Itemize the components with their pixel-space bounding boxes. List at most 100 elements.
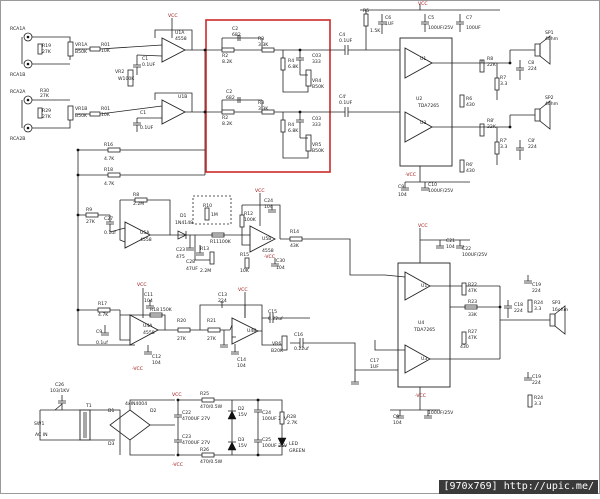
r8-value: 22K xyxy=(487,62,497,68)
r26-label: R26 xyxy=(200,447,209,453)
vr1a-label: VR1A xyxy=(75,42,88,48)
c25p-label: C25 xyxy=(262,437,271,443)
u1-sub-amp-icon xyxy=(404,271,431,301)
c2b-value: 682 xyxy=(226,95,235,101)
d1-label: D1 xyxy=(180,213,187,219)
vr2-label: VR2 xyxy=(115,69,124,75)
sp2-value: 4ohm xyxy=(545,101,559,107)
c8-value: 224 xyxy=(528,66,537,72)
mvcc-ps-label: -VCC xyxy=(172,462,183,468)
r10-value: 1M xyxy=(211,212,218,218)
r18-value: 4.7K xyxy=(104,181,115,187)
r8b-label: R8' xyxy=(487,118,494,124)
c8b-value: 224 xyxy=(528,144,537,150)
r20c-label: R20 xyxy=(177,318,186,324)
c2b-label: C2 xyxy=(226,89,232,95)
sw1-label: SW1 xyxy=(34,421,44,427)
d4c-label: D3 xyxy=(108,441,115,447)
vr6-label: VR6 xyxy=(272,341,281,347)
r18-label: R18 xyxy=(104,167,113,173)
speaker-icon xyxy=(554,305,566,335)
r29-label: R29 xyxy=(42,108,51,114)
c17-label: C17 xyxy=(370,358,379,364)
c9b-value: 0.1uf xyxy=(96,340,108,346)
c23p-value: 4700UF 27V xyxy=(182,440,211,446)
mvcc-u4a-label: -VCC xyxy=(132,366,143,372)
c14-label: C14 xyxy=(237,357,246,363)
c15-label: C15 xyxy=(268,309,277,315)
u1a-label: U1A xyxy=(175,30,185,36)
c03-label: C03 xyxy=(312,53,321,59)
r6-label: R6 xyxy=(466,96,472,102)
c1b-value: 0.1UF xyxy=(140,125,154,131)
r18c-value: 150K xyxy=(160,307,173,313)
r27b-value: 47K xyxy=(468,335,478,341)
r9-value: 27K xyxy=(86,219,96,225)
r16-value: 4.7K xyxy=(104,156,115,162)
c24-label: C24 xyxy=(264,198,273,204)
vr2-value: W100K xyxy=(118,76,135,82)
u1-label: U1 xyxy=(420,56,426,62)
r26-value: 470/0.5W xyxy=(200,459,223,465)
u4b-opamp-icon xyxy=(231,317,260,345)
u3-label: U3 xyxy=(420,120,426,126)
r24-label: R24 xyxy=(534,300,543,306)
c26-value: 103/1KV xyxy=(50,388,70,394)
u3-sub-label: U3 xyxy=(421,356,427,362)
ac-in-label: AC IN xyxy=(35,432,48,438)
r21-value: 27K xyxy=(207,336,217,342)
c23-value: 475 xyxy=(176,254,185,260)
sub-amp-section: VCC C21 104 C22 100UF/25V U1 U4 TDA7265 … xyxy=(351,223,569,426)
footer-caption: [970x769] http://upic.me/ xyxy=(439,480,598,494)
vcc-sub-label: VCC xyxy=(418,223,428,229)
r28-value: 2.7K xyxy=(287,420,298,426)
c21-label: C21 xyxy=(446,238,455,244)
r12-value: 100K xyxy=(244,217,257,223)
vcc-ps-label: VCC xyxy=(172,392,182,398)
c24p-value: 100UF 25V xyxy=(262,416,288,422)
c4-label: C4 xyxy=(339,32,345,38)
vr1a-value: B50K xyxy=(75,49,88,55)
led-icon xyxy=(277,437,287,447)
r01b-label: R01 xyxy=(101,106,110,112)
c03b-value: 333 xyxy=(312,122,321,128)
u5a-value: 4558 xyxy=(140,237,152,243)
c2-label: C2 xyxy=(232,26,238,32)
mvcc-sub-label: -VCC xyxy=(415,393,426,399)
c26-label: C26 xyxy=(55,382,64,388)
u5a-opamp-icon xyxy=(124,221,151,249)
d4-label: 4xIN4004 xyxy=(125,401,147,407)
r11-value: 100K xyxy=(219,239,232,245)
u3-sub-amp-icon xyxy=(404,344,431,374)
c5-value: 100UF/25V xyxy=(428,25,454,31)
c9b-label: C9 xyxy=(96,329,102,335)
u4a-value: 4558 xyxy=(143,330,155,336)
c1-value: 0.1UF xyxy=(142,62,156,68)
transformer-icon xyxy=(79,409,91,441)
c10-value: 100UF/25V xyxy=(428,188,454,194)
c21-value: 104 xyxy=(446,244,455,250)
d3-label: D3 xyxy=(238,437,245,443)
vr5-value: B50K xyxy=(312,148,325,154)
t1-label: T1 xyxy=(85,403,92,409)
u5b-opamp-icon xyxy=(249,225,276,253)
r4-value: 6.8K xyxy=(288,64,299,70)
rca1a-label: RCA1A xyxy=(10,26,26,32)
u4a-opamp-icon xyxy=(129,314,159,346)
c30-label: C30 xyxy=(276,258,285,264)
u1a-value: 4558 xyxy=(175,36,187,42)
c2-value: 682 xyxy=(232,32,241,38)
zener-icon xyxy=(227,410,237,420)
u3-amp-icon xyxy=(404,111,433,143)
diode-icon xyxy=(177,230,187,240)
power-supply-section: C26 103/1KV AC IN SW1 T1 4xIN4004 D1 D2 … xyxy=(34,382,305,468)
c24p-label: C24 xyxy=(262,410,271,416)
c12-label: C12 xyxy=(152,354,161,360)
c24-value: 104 xyxy=(264,204,273,210)
footer-url: http://upic.me/ xyxy=(503,481,594,492)
c19-label: C19 xyxy=(532,282,541,288)
u1b-label: U1B xyxy=(178,94,187,100)
r5-value: 1.5K xyxy=(370,28,381,34)
c8-label: C8 xyxy=(528,60,534,66)
speaker-icon xyxy=(539,100,551,130)
